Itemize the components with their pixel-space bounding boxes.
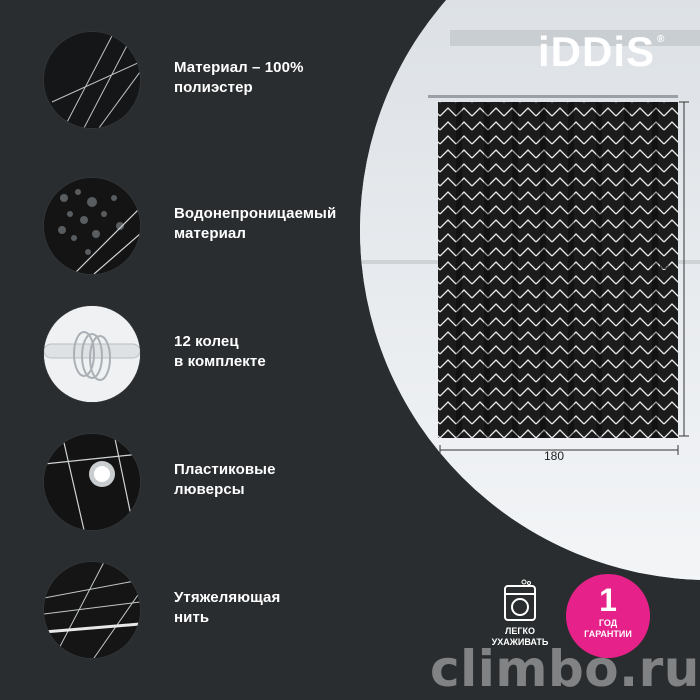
grommet-icon xyxy=(44,434,140,530)
weighted-hem-icon xyxy=(44,562,140,658)
height-dimension: 200 xyxy=(657,256,671,277)
watermark: climbo.ru xyxy=(430,640,700,698)
feature-material: Материал – 100% полиэстер xyxy=(44,32,364,128)
feature-label: Пластиковые люверсы xyxy=(174,461,276,498)
curtain-illustration xyxy=(360,0,700,580)
feature-waterproof: Водонепроницаемый материал xyxy=(44,178,364,274)
feature-grommets: Пластиковые люверсы xyxy=(44,434,364,530)
curtain-photo xyxy=(360,0,700,580)
feature-label: Материал – 100% полиэстер xyxy=(174,59,304,96)
feature-label: Водонепроницаемый материал xyxy=(174,205,337,242)
feature-rings: 12 колец в комплекте xyxy=(44,306,364,402)
guarantee-label: ГОД ГАРАНТИИ xyxy=(584,618,632,639)
feature-label: 12 колец в комплекте xyxy=(174,333,266,370)
brand-name: iDDiS xyxy=(538,28,656,75)
fabric-lines-icon xyxy=(44,32,140,128)
water-drops-icon xyxy=(44,178,140,274)
feature-label: Утяжеляющая нить xyxy=(174,589,281,626)
feature-weighted-thread: Утяжеляющая нить xyxy=(44,562,364,658)
guarantee-number: 1 xyxy=(599,582,617,618)
care-label: ЛЕГКО УХАЖИВАТЬ xyxy=(491,626,549,647)
washing-machine-icon xyxy=(500,578,540,622)
width-dimension: 180 xyxy=(544,449,565,463)
brand-trademark: ® xyxy=(657,34,666,45)
rings-icon xyxy=(44,306,140,402)
care-badge: ЛЕГКО УХАЖИВАТЬ xyxy=(480,578,560,648)
brand-logo: iDDiS® xyxy=(538,28,665,76)
guarantee-badge: 1 ГОД ГАРАНТИИ xyxy=(566,574,650,658)
